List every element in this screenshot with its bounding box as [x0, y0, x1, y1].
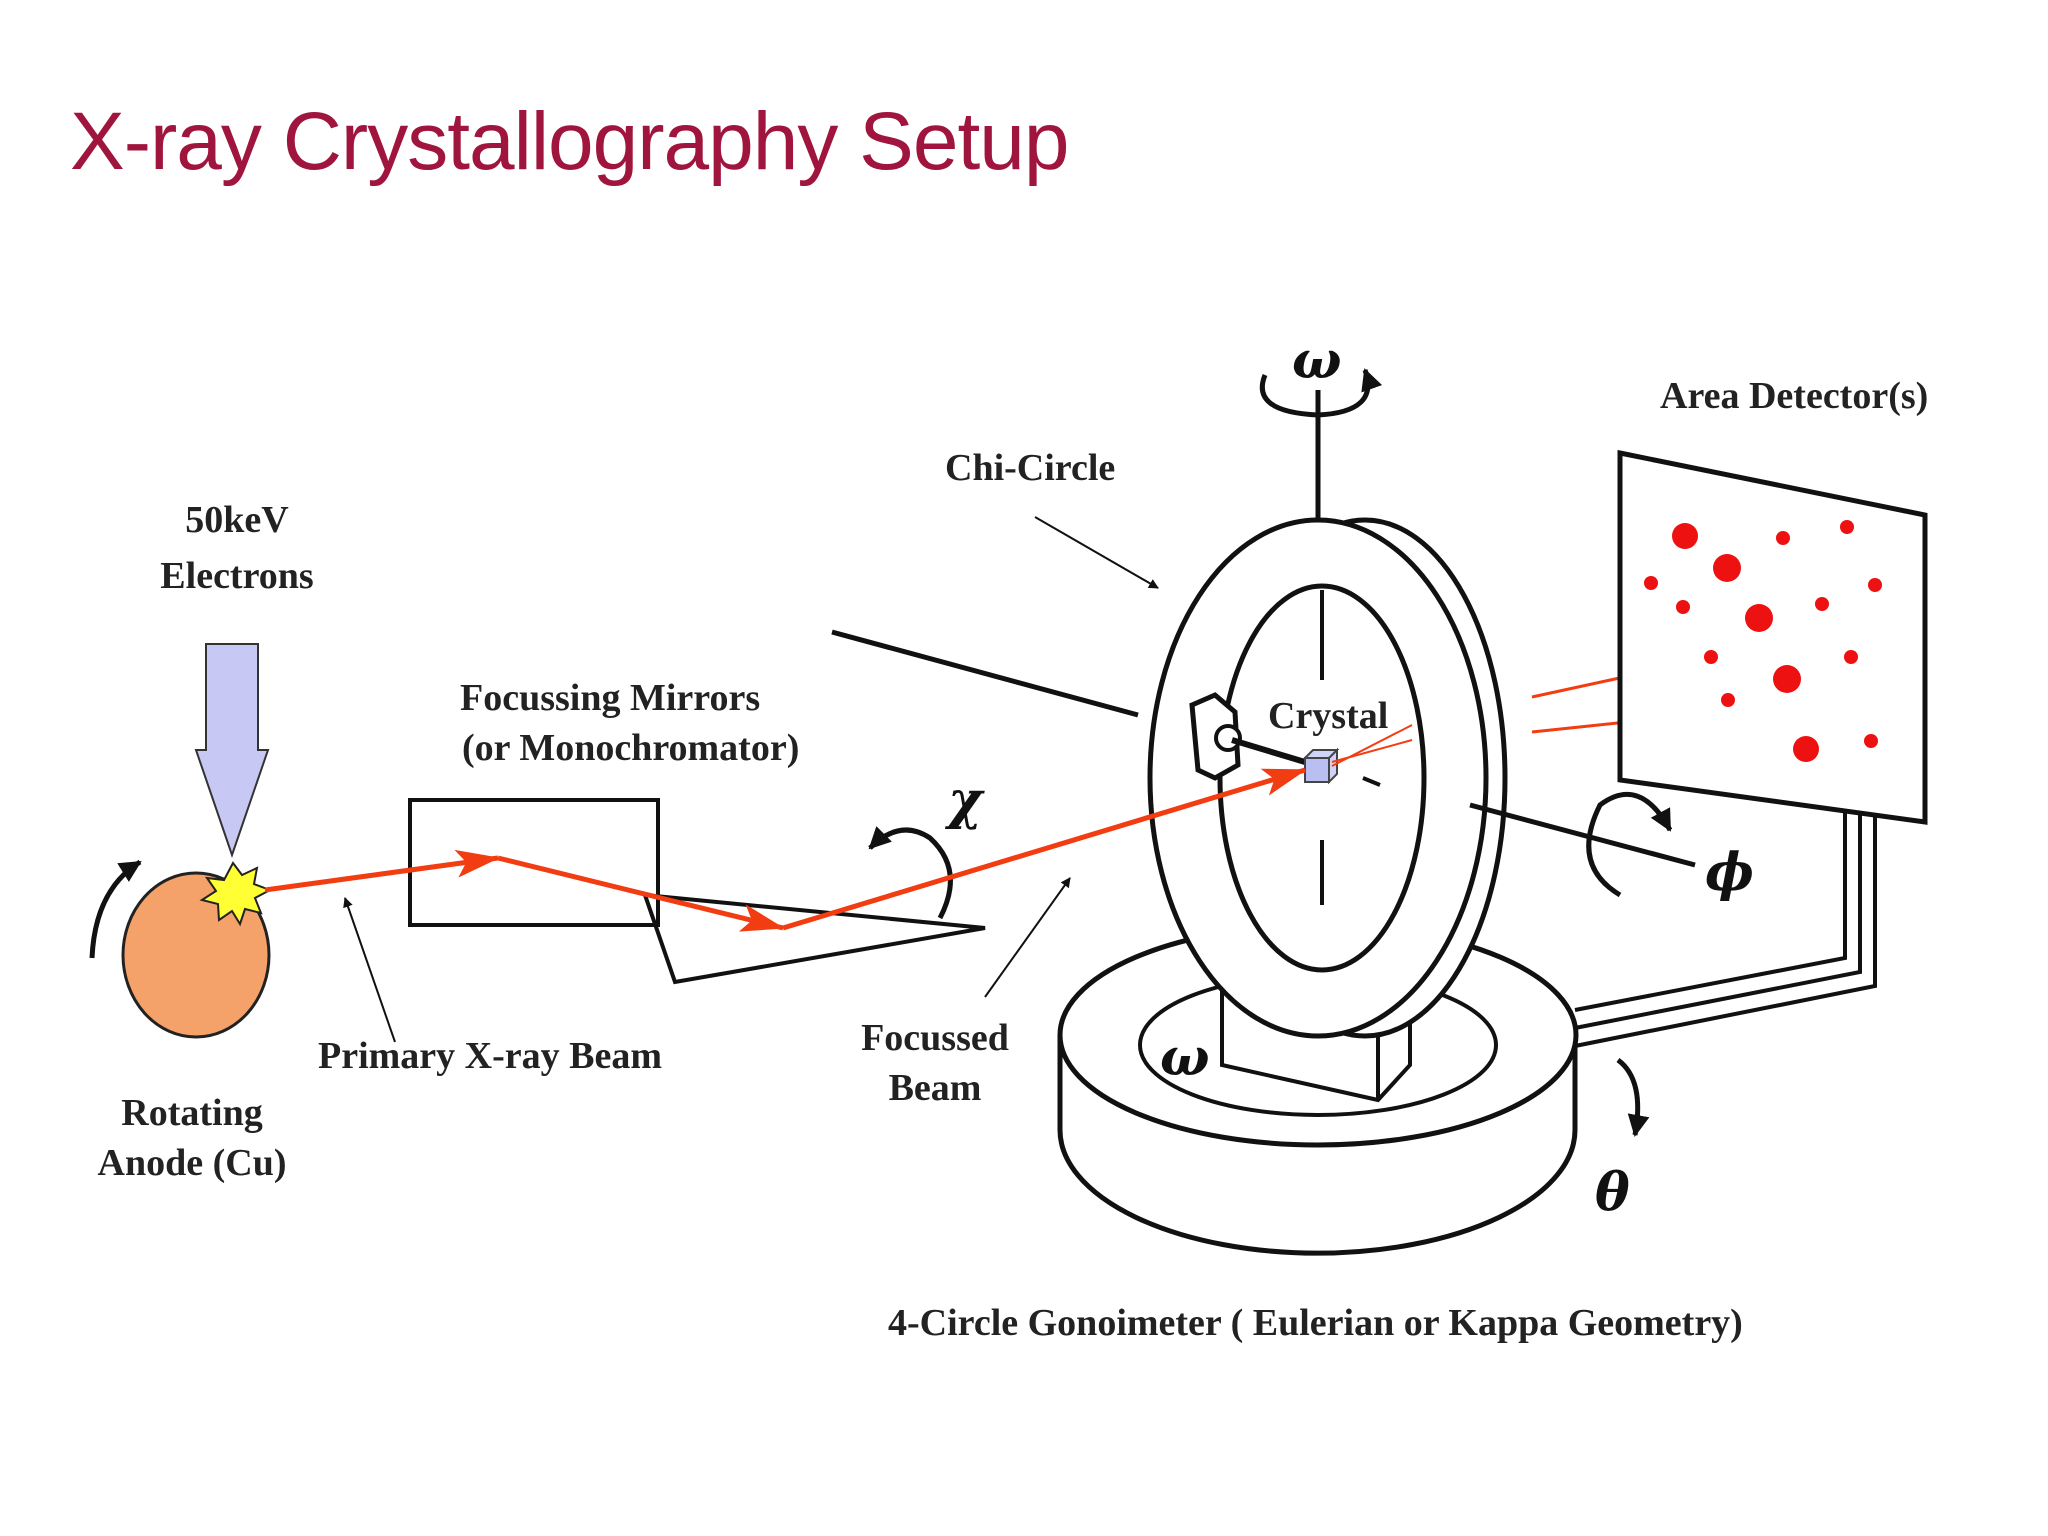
chi-circle-label: Chi-Circle — [945, 447, 1115, 489]
omega-base-symbol: ω — [1160, 1027, 1210, 1088]
mirrors-label-line2: (or Monochromator) — [462, 727, 799, 769]
anode-label-line1: Rotating — [121, 1092, 262, 1134]
detector-label: Area Detector(s) — [1660, 375, 1928, 417]
omega-top-symbol: ω — [1292, 330, 1342, 391]
primary-beam-label: Primary X-ray Beam — [318, 1035, 662, 1077]
omega-top-rotation-arrow — [1259, 368, 1383, 418]
theta-symbol: θ — [1595, 1162, 1630, 1223]
crystal — [1302, 747, 1340, 785]
crystal-holder — [1189, 692, 1306, 781]
chi-rotation-arrow — [868, 826, 953, 920]
crystal-label: Crystal — [1268, 695, 1388, 737]
xray-spark — [199, 861, 273, 927]
focussed-beam-label-line2: Beam — [889, 1067, 982, 1109]
diffraction-spots — [1644, 520, 1882, 762]
detector-support-arm — [1574, 785, 1877, 1048]
chi-circle-pointer — [1034, 516, 1159, 589]
electron-beam-arrow — [194, 643, 270, 859]
goniometer-caption: 4-Circle Gonoimeter ( Eulerian or Kappa … — [888, 1302, 1743, 1344]
chi-symbol: χ — [944, 770, 985, 831]
rotating-anode — [89, 859, 271, 1039]
primary-beam-pointer — [343, 897, 396, 1043]
mirrors-label-line1: Focussing Mirrors — [460, 677, 760, 719]
electrons-label-line2: Electrons — [160, 555, 313, 597]
phi-rotation-arrow — [1586, 792, 1673, 898]
anode-rotation-arrow — [89, 859, 142, 959]
focussed-beam-pointer — [984, 877, 1071, 998]
anode-label-line2: Anode (Cu) — [98, 1142, 287, 1184]
monochromator — [408, 798, 986, 985]
phi-symbol: ϕ — [1705, 842, 1754, 903]
slide-title: X-ray Crystallography Setup — [70, 96, 1069, 187]
theta-rotation-arrow — [1616, 1057, 1650, 1137]
electrons-label-line1: 50keV — [185, 499, 289, 541]
area-detector — [1617, 449, 1928, 825]
focussed-beam-label-line1: Focussed — [861, 1017, 1009, 1059]
